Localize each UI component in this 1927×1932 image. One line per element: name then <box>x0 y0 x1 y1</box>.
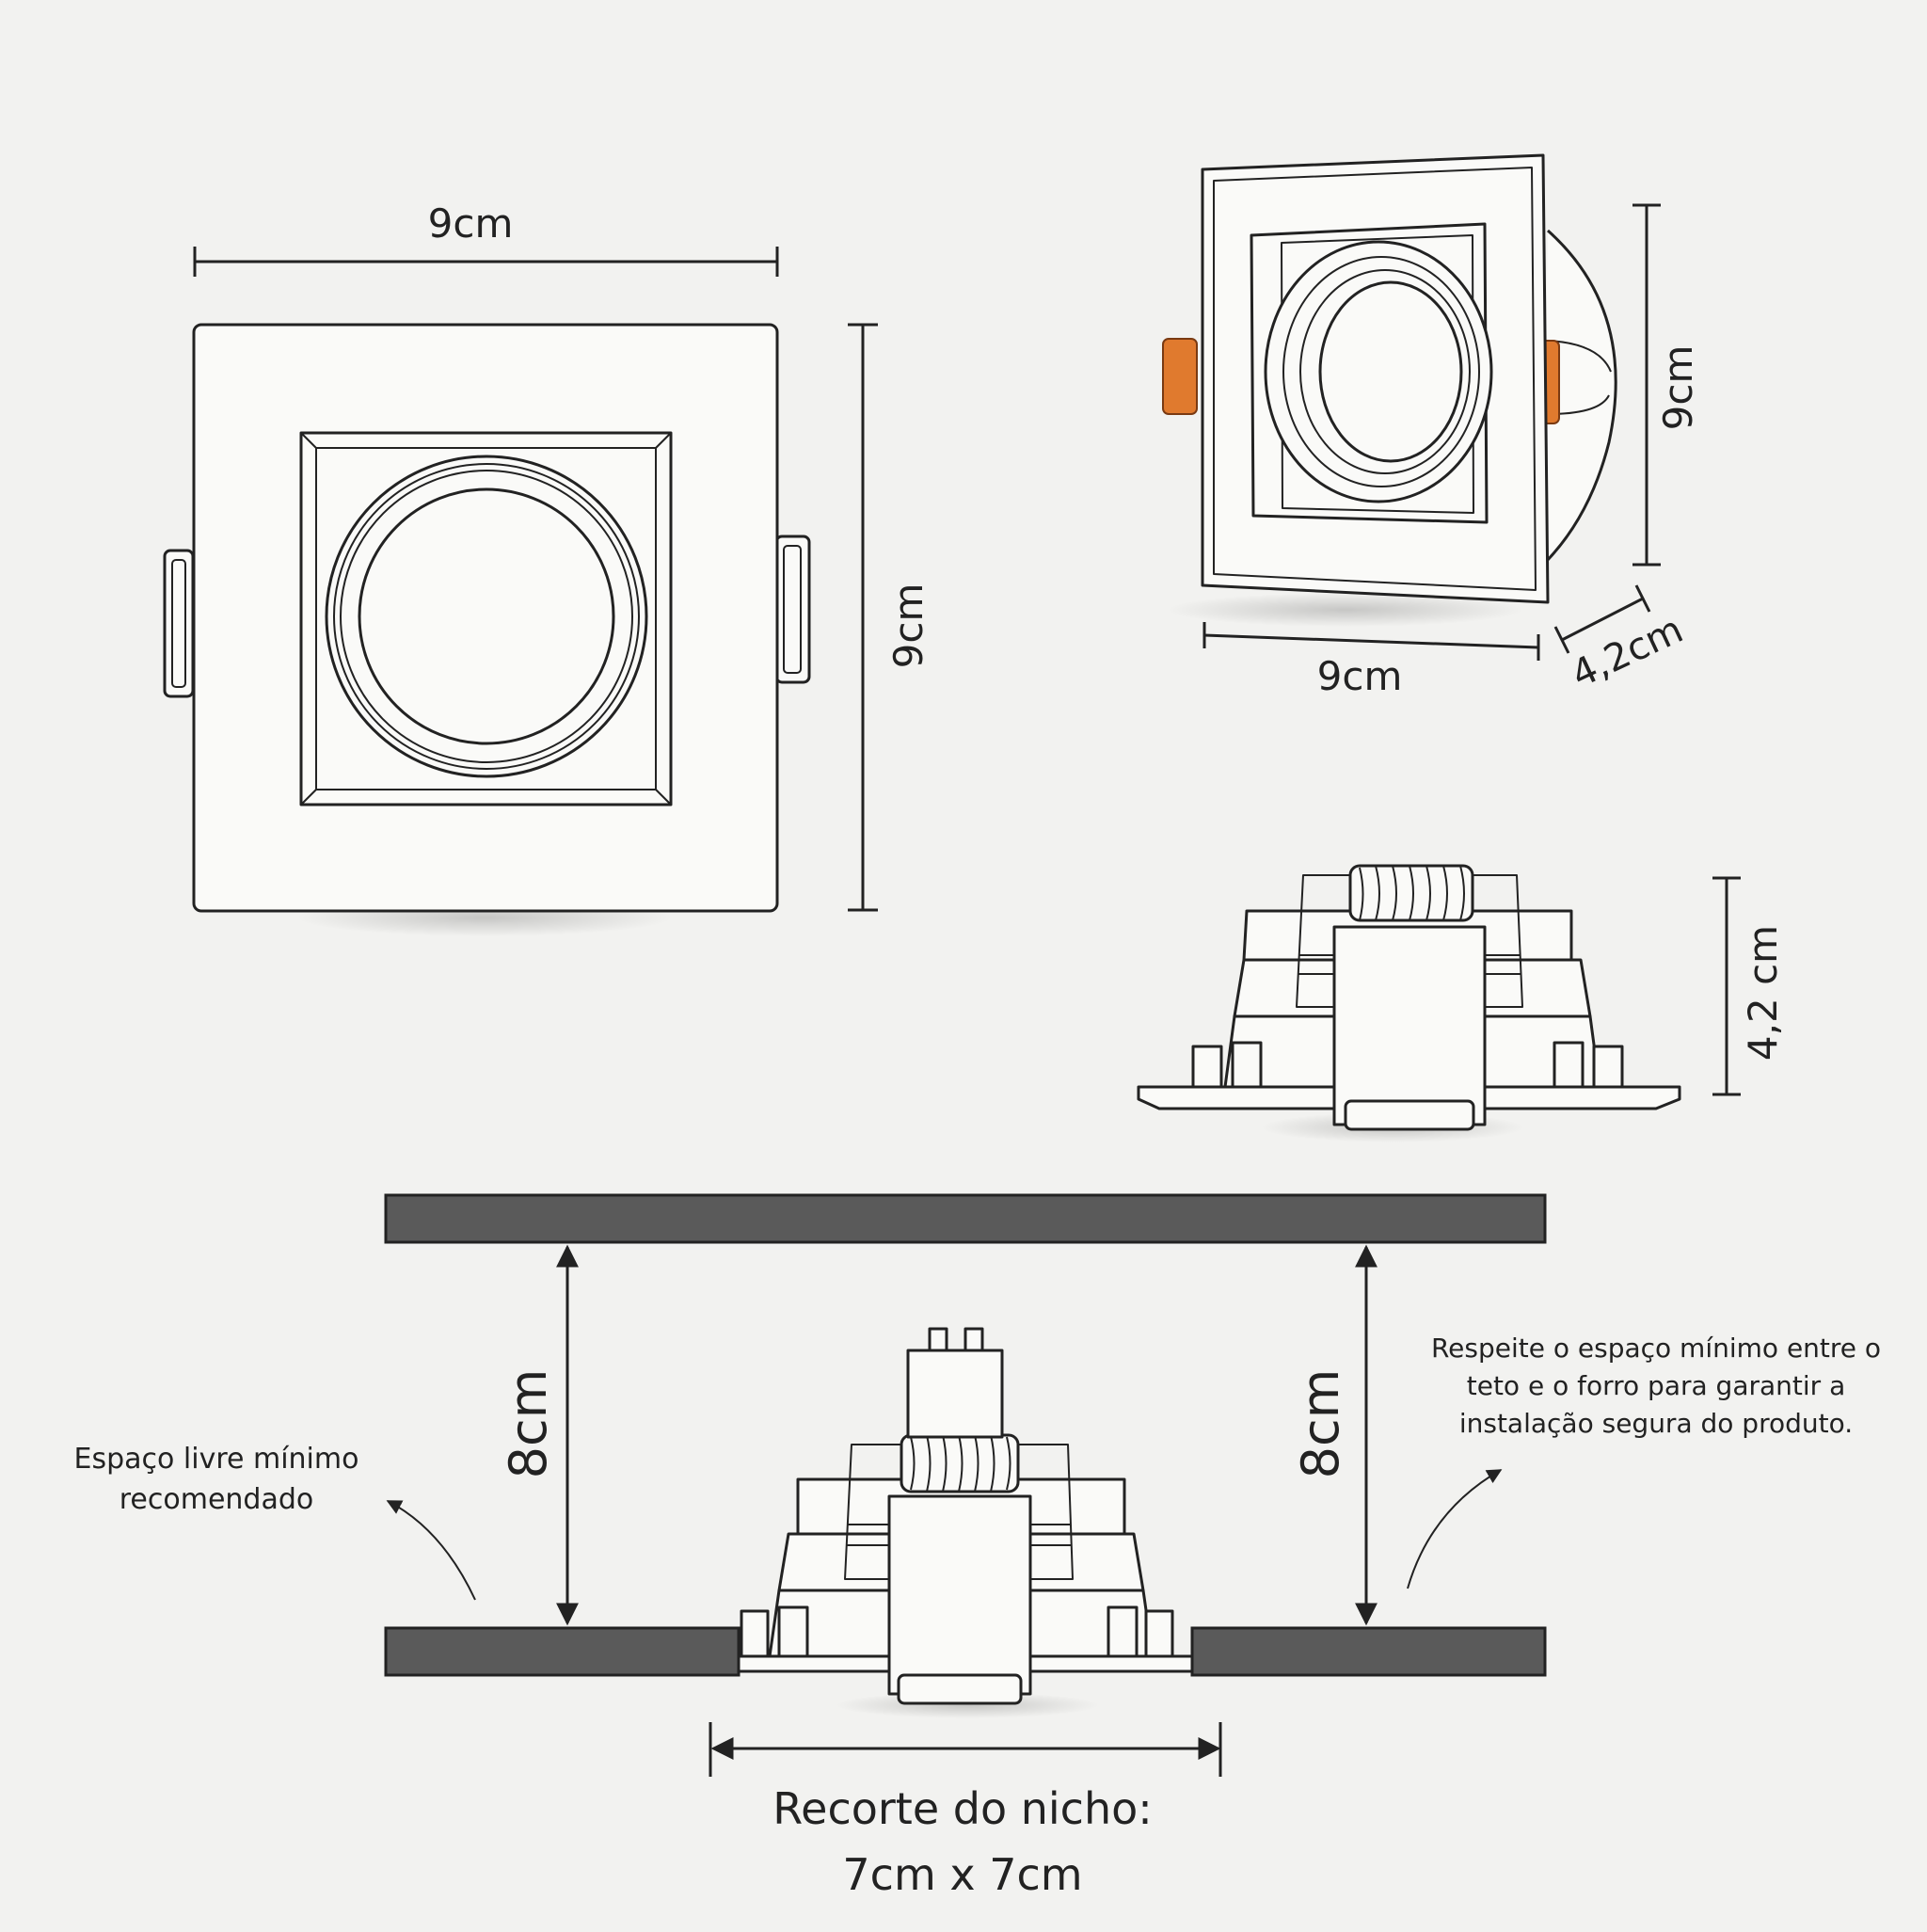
right-spring-tab <box>774 535 811 684</box>
left-note-line-1: Espaço livre mínimo <box>74 1443 359 1476</box>
front-height-label: 9cm <box>885 583 932 669</box>
angled-width-dimension-line <box>1203 633 1539 649</box>
left-note-line-2: recomendado <box>119 1483 314 1516</box>
right-note-line-1: Respeite o espaço mínimo entre o <box>1431 1333 1881 1364</box>
side-spring-coil <box>1348 864 1474 922</box>
cutout-label-line-1: Recorte do nicho: <box>772 1783 1153 1834</box>
right-note-arrow <box>1407 1469 1503 1589</box>
side-socket <box>1332 925 1487 1126</box>
angled-view: 9cm 9cm 4,2cm <box>1162 153 1701 699</box>
angled-depth-dimension-line <box>1561 597 1644 642</box>
right-note-line-3: instalação segura do produto. <box>1459 1408 1853 1439</box>
left-orange-tab <box>1162 338 1198 415</box>
front-width-label: 9cm <box>428 200 514 247</box>
lining-right <box>1190 1626 1547 1677</box>
lamp-pin-right <box>964 1327 984 1352</box>
front-lens <box>358 487 615 745</box>
ceiling-slab <box>384 1193 1547 1244</box>
angled-rear-housing <box>1541 229 1617 567</box>
angled-width-label: 9cm <box>1317 653 1403 699</box>
right-gap-label: 8cm <box>1291 1369 1350 1479</box>
cutout-label-line-2: 7cm x 7cm <box>842 1849 1082 1900</box>
installed-spring-coil <box>900 1433 1020 1493</box>
installation-section: 8cm 8cm Espaço livre mínimo recomendado … <box>74 1193 1881 1900</box>
angled-lens <box>1318 280 1463 463</box>
lining-left <box>384 1626 741 1677</box>
left-gap-label: 8cm <box>499 1369 558 1479</box>
gu10-lamp-base <box>906 1349 1004 1439</box>
right-note-line-2: teto e o forro para garantir a <box>1467 1370 1846 1401</box>
angled-height-label: 9cm <box>1655 345 1701 431</box>
left-spring-tab <box>163 549 195 698</box>
installed-fixture <box>737 1327 1194 1705</box>
installed-socket <box>887 1494 1032 1696</box>
angled-depth-label: 4,2cm <box>1565 608 1689 696</box>
side-view: 4,2 cm <box>1137 864 1786 1142</box>
left-note-arrow <box>386 1500 476 1601</box>
front-view: 9cm 9cm <box>163 200 932 936</box>
lamp-pin-left <box>928 1327 948 1352</box>
side-height-label: 4,2 cm <box>1740 925 1786 1061</box>
